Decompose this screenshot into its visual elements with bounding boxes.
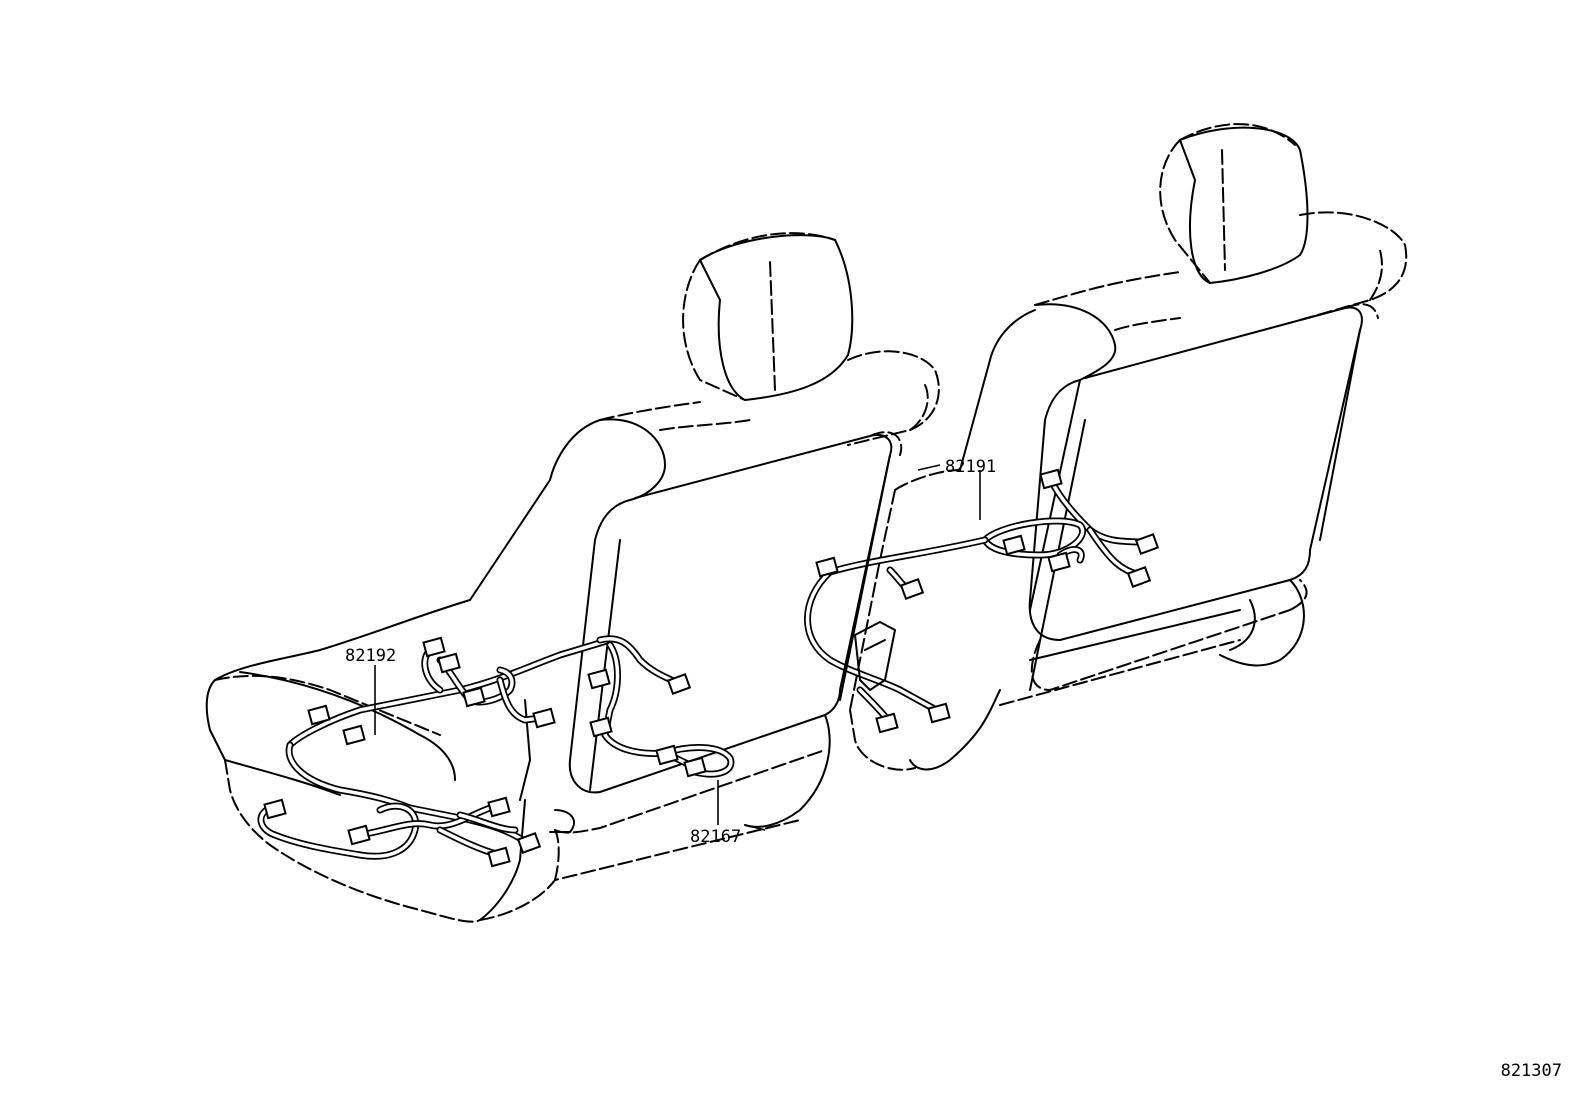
left-seat [205,232,940,923]
callout-82167: 82167 [690,780,766,847]
right-seat [804,123,1408,771]
callout-82192: 82192 [345,646,396,735]
callout-82191: 82191 [917,457,996,520]
callout-label-82192: 82192 [345,646,396,666]
figure-id: 821307 [1500,1061,1562,1081]
callout-label-82167: 82167 [690,827,741,847]
callout-label-82191: 82191 [945,457,996,477]
